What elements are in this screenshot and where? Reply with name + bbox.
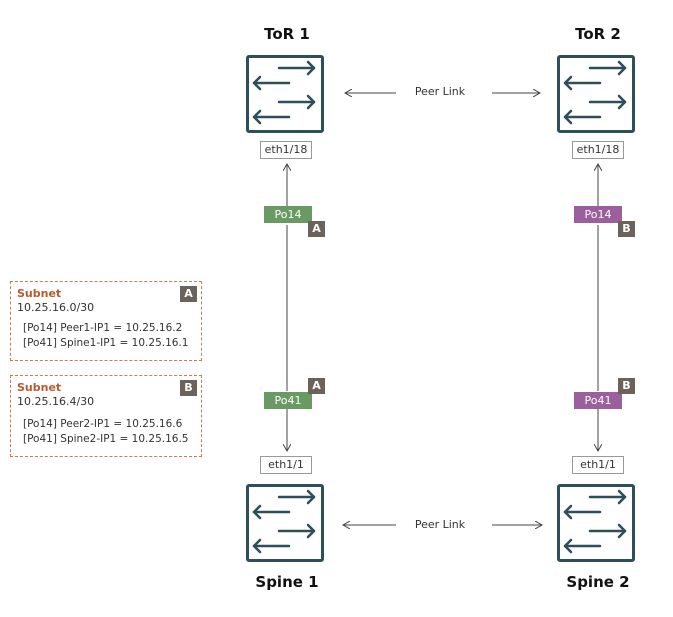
spine1-port-label: eth1/1 bbox=[260, 456, 312, 474]
spine2-port-label: eth1/1 bbox=[572, 456, 624, 474]
tor1-switch-icon bbox=[246, 55, 324, 133]
spine1-switch-icon bbox=[246, 484, 324, 562]
left-top-tag: A bbox=[308, 221, 325, 237]
subnet-b-line-1: [Po14] Peer2-IP1 = 10.25.16.6 bbox=[23, 418, 183, 430]
subnet-a-box: Subnet 10.25.16.0/30 [Po14] Peer1-IP1 = … bbox=[10, 281, 202, 361]
subnet-a-line-1: [Po14] Peer1-IP1 = 10.25.16.2 bbox=[23, 322, 183, 334]
subnet-a-title: Subnet bbox=[17, 287, 62, 300]
tor2-port-label: eth1/18 bbox=[572, 141, 624, 159]
right-top-tag: B bbox=[618, 221, 635, 237]
tor1-title: ToR 1 bbox=[264, 25, 310, 43]
subnet-b-line-2: [Po41] Spine2-IP1 = 10.25.16.5 bbox=[23, 433, 189, 445]
subnet-b-tag: B bbox=[180, 380, 197, 396]
right-bottom-port-channel: Po41 bbox=[574, 392, 622, 409]
peer-link-bottom-label: Peer Link bbox=[414, 518, 466, 531]
subnet-b-box: Subnet 10.25.16.4/30 [Po14] Peer2-IP1 = … bbox=[10, 375, 202, 457]
left-bottom-port-channel: Po41 bbox=[264, 392, 312, 409]
left-bottom-tag: A bbox=[308, 378, 325, 394]
peer-link-top-label: Peer Link bbox=[414, 85, 466, 98]
tor2-switch-icon bbox=[557, 55, 635, 133]
tor1-port-label: eth1/18 bbox=[260, 141, 312, 159]
subnet-a-line-2: [Po41] Spine1-IP1 = 10.25.16.1 bbox=[23, 337, 189, 349]
right-top-port-channel: Po14 bbox=[574, 206, 622, 223]
right-bottom-tag: B bbox=[618, 378, 635, 394]
subnet-a-cidr: 10.25.16.0/30 bbox=[17, 301, 95, 314]
spine1-title: Spine 1 bbox=[255, 573, 319, 591]
tor2-title: ToR 2 bbox=[575, 25, 621, 43]
subnet-a-tag: A bbox=[180, 286, 197, 302]
subnet-b-title: Subnet bbox=[17, 381, 62, 394]
spine2-title: Spine 2 bbox=[566, 573, 630, 591]
spine2-switch-icon bbox=[557, 484, 635, 562]
subnet-b-cidr: 10.25.16.4/30 bbox=[17, 395, 95, 408]
left-top-port-channel: Po14 bbox=[264, 206, 312, 223]
